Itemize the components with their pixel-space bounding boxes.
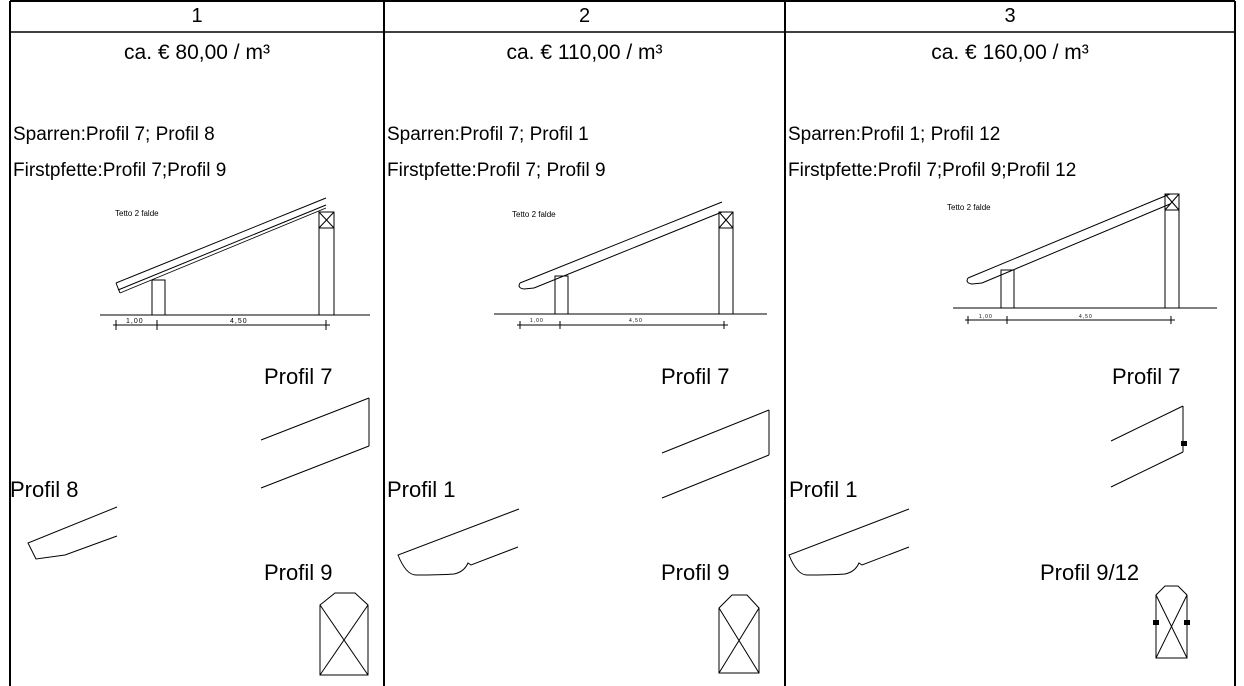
- dimension-right: 4,50: [230, 318, 248, 325]
- label-profile-mid: Profil 8: [10, 477, 79, 502]
- label-profile-bottom: Profil 9: [264, 560, 333, 585]
- diagram-title: Tetto 2 falde: [947, 203, 991, 212]
- label-profile-mid: Profil 1: [789, 477, 858, 502]
- roof-section-drawing: Tetto 2 falde 1,00 4,50: [397, 201, 770, 674]
- price: ca. € 80,00 / m³: [124, 41, 270, 64]
- firstpfette-text: Firstpfette:Profil 7;Profil 9: [13, 160, 227, 181]
- dimension-left: 1,00: [979, 314, 993, 320]
- price: ca. € 110,00 / m³: [506, 41, 663, 64]
- sparren-text: Sparren:Profil 7; Profil 8: [13, 124, 215, 145]
- column-number: 3: [1004, 5, 1016, 27]
- dimension-left: 1,00: [530, 318, 544, 324]
- roof-section-drawing: Tetto 2 falde 1,00 4,50: [27, 197, 370, 676]
- sparren-text: Sparren:Profil 1; Profil 12: [788, 124, 1001, 145]
- firstpfette-text: Firstpfette:Profil 7;Profil 9;Profil 12: [788, 160, 1077, 181]
- dimension-right: 4,50: [629, 318, 643, 324]
- label-profile-mid: Profil 1: [387, 477, 456, 502]
- column-2: 2 ca. € 110,00 / m³ Sparren:Profil 7; Pr…: [384, 0, 785, 686]
- sparren-text: Sparren:Profil 7; Profil 1: [387, 124, 589, 145]
- roof-section-drawing: Tetto 2 falde 1,00 4,50: [788, 193, 1217, 659]
- label-profile-bottom: Profil 9/12: [1040, 560, 1140, 585]
- dimension-right: 4,50: [1079, 314, 1093, 320]
- column-number: 2: [578, 5, 591, 27]
- dimension-left: 1,00: [126, 318, 144, 325]
- column-3: 3 ca. € 160,00 / m³ Sparren:Profil 1; Pr…: [785, 0, 1235, 686]
- column-number: 1: [191, 5, 203, 27]
- diagram-title: Tetto 2 falde: [512, 210, 556, 219]
- label-profile-top: Profil 7: [1112, 364, 1181, 389]
- firstpfette-text: Firstpfette:Profil 7; Profil 9: [387, 160, 606, 181]
- diagram-title: Tetto 2 falde: [115, 209, 159, 218]
- label-profile-top: Profil 7: [661, 364, 730, 389]
- column-1: 1 ca. € 80,00 / m³ Sparren:Profil 7; Pro…: [10, 0, 384, 686]
- label-profile-top: Profil 7: [264, 364, 333, 389]
- price: ca. € 160,00 / m³: [931, 41, 1089, 64]
- label-profile-bottom: Profil 9: [661, 560, 730, 585]
